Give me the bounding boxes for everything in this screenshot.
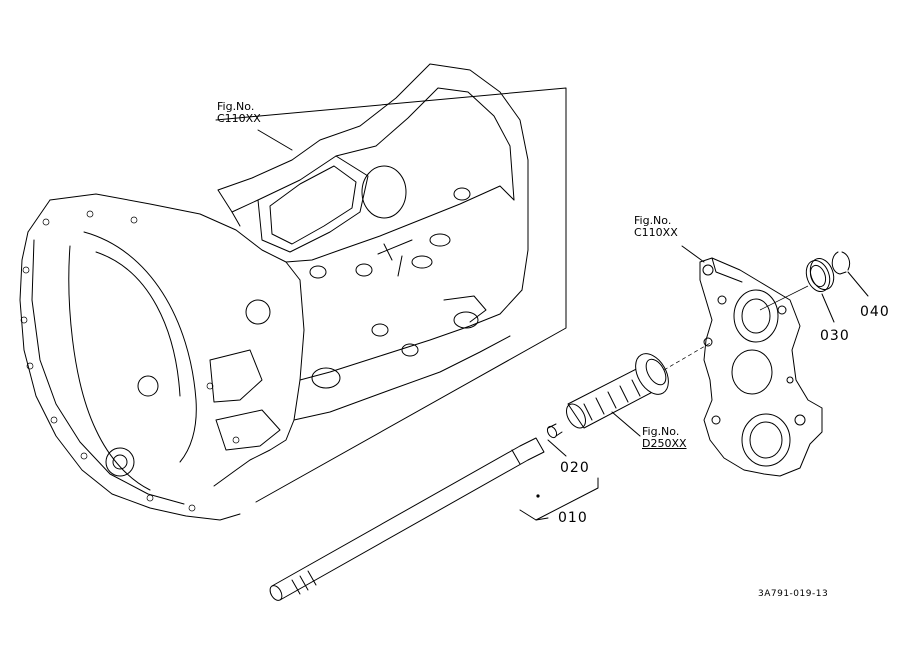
part-010-label[interactable]: 010 <box>558 510 588 526</box>
cover-fig-line1: Fig.No. <box>634 214 672 227</box>
cover-fig-line2: C110XX <box>634 226 678 239</box>
shaft-assembly-drawing <box>269 285 809 601</box>
cover-fig-label[interactable]: Fig.No. C110XX <box>634 215 678 239</box>
shaft-fig-line1: Fig.No. <box>642 425 680 438</box>
case-fig-label[interactable]: Fig.No. C110XX <box>217 101 261 125</box>
case-fig-line2: C110XX <box>217 112 261 125</box>
transmission-case-drawing <box>19 63 567 521</box>
case-fig-line1: Fig.No. <box>217 100 255 113</box>
drawing-code: 3A791-019-13 <box>758 589 829 599</box>
shaft-fig-line2: D250XX <box>642 437 687 450</box>
part-020-label[interactable]: 020 <box>560 460 590 476</box>
shaft-fig-label[interactable]: Fig.No. D250XX <box>642 426 687 450</box>
part-040-label[interactable]: 040 <box>860 304 890 320</box>
part-030-label[interactable]: 030 <box>820 328 850 344</box>
cover-plate-drawing <box>681 245 823 477</box>
seal-and-clip-drawing <box>805 251 869 323</box>
